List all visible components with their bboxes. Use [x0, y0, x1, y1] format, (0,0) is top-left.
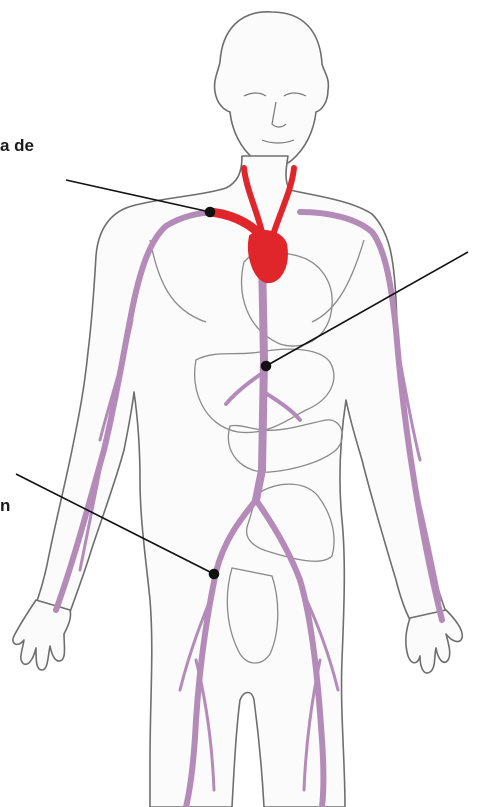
right-hand — [406, 610, 462, 673]
label-bottom-left: n — [0, 497, 10, 514]
body-outline — [13, 12, 462, 807]
left-hand — [13, 600, 71, 670]
leader-dot-right — [262, 362, 271, 371]
label-top-left: a de — [0, 137, 34, 154]
leader-dot-bottom-left — [210, 570, 219, 579]
leader-dot-top-left — [206, 208, 215, 217]
head — [215, 12, 329, 167]
